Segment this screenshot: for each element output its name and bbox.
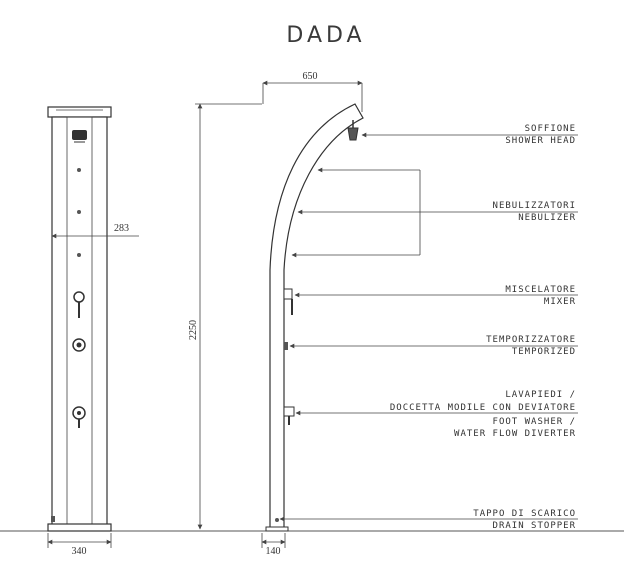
front-nebulizer-icon (77, 210, 81, 214)
front-foot-washer-icon (72, 406, 86, 428)
label-doccetta: DOCCETTA MODILE CON DEVIATORE (390, 403, 576, 413)
dim-base-side-label: 140 (266, 546, 281, 557)
dim-height-label: 2250 (188, 320, 199, 340)
labels: SOFFIONE SHOWER HEAD NEBULIZZATORI NEBUL… (390, 124, 576, 531)
front-nebulizer-icon (77, 168, 81, 172)
side-column (269, 103, 364, 531)
label-tappo: TAPPO DI SCARICO (473, 509, 576, 519)
label-temporized: TEMPORIZED (512, 347, 576, 357)
front-base (47, 523, 112, 532)
side-mixer-icon (283, 288, 293, 315)
front-view: 283 340 (47, 106, 139, 557)
side-foot-washer-icon (283, 406, 295, 425)
front-column (51, 116, 108, 531)
label-mixer: MIXER (544, 297, 576, 307)
label-soffione: SOFFIONE (525, 124, 576, 134)
label-nebulizer: NEBULIZER (518, 213, 576, 223)
dim-base-front-label: 340 (72, 546, 87, 557)
front-top-cap (47, 106, 112, 118)
callouts (279, 132, 578, 522)
label-lavapiedi: LAVAPIEDI / (505, 390, 576, 400)
label-drain-stopper: DRAIN STOPPER (493, 521, 576, 531)
dim-top-width-label: 650 (303, 71, 318, 82)
label-temporizzatore: TEMPORIZZATORE (486, 335, 576, 345)
label-shower-head: SHOWER HEAD (505, 136, 576, 146)
product-title: DADA (286, 23, 365, 48)
dim-depth-label: 283 (114, 223, 129, 234)
height-dimension: 2250 (188, 103, 262, 530)
side-drain-icon (275, 518, 279, 522)
front-timer-icon (72, 338, 86, 352)
side-timer-icon (284, 342, 288, 350)
label-water-flow: WATER FLOW DIVERTER (454, 429, 576, 439)
front-shower-head-icon (72, 130, 87, 143)
label-nebulizzatori: NEBULIZZATORI (493, 201, 576, 211)
side-shower-head-icon (347, 120, 359, 141)
front-mixer-icon (73, 291, 85, 318)
label-miscelatore: MISCELATORE (505, 285, 576, 295)
label-foot-washer: FOOT WASHER / (493, 417, 576, 427)
front-nebulizer-icon (77, 253, 81, 257)
side-view: 650 140 (261, 71, 364, 557)
